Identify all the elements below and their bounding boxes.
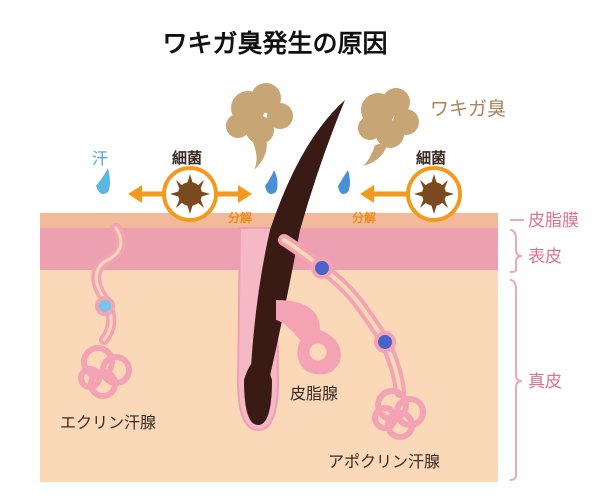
odor-drop-left [265,170,278,194]
apocrine-dot-upper [311,257,333,279]
arrows [128,185,408,203]
sebaceous-gland [276,300,341,375]
odor-drop-right [338,170,350,194]
sebum-film-layer [40,213,498,228]
label-eccrine-gland: エクリン汗腺 [60,413,156,432]
label-dermis: 真皮 [528,372,562,392]
label-apocrine-gland: アポクリン汗腺 [328,452,440,471]
label-decompose-left: 分解 [228,210,252,225]
label-decompose-right: 分解 [352,210,376,225]
eccrine-dot [95,296,115,316]
apocrine-coil [372,388,426,440]
label-sweat: 汗 [92,149,108,168]
odor-cloud-left [226,83,293,170]
label-sebum-film: 皮脂膜 [528,211,579,231]
label-odor: ワキガ臭 [430,98,506,120]
eccrine-gland [78,223,132,399]
label-bacteria-right: 細菌 [416,149,446,167]
bacteria-left [162,166,218,222]
apocrine-dot-lower [374,331,396,353]
sweat-drop-left [96,168,110,194]
apocrine-gland [278,234,426,440]
diagram-title: ワキガ臭発生の原因 [162,29,387,58]
layer-brackets [509,219,524,481]
odor-cloud-right [358,88,419,166]
label-epidermis: 表皮 [528,247,562,267]
eccrine-coil [78,345,132,399]
bacteria-right [406,166,462,222]
label-bacteria-left: 細菌 [172,149,202,167]
label-sebaceous-gland: 皮脂腺 [290,384,338,403]
